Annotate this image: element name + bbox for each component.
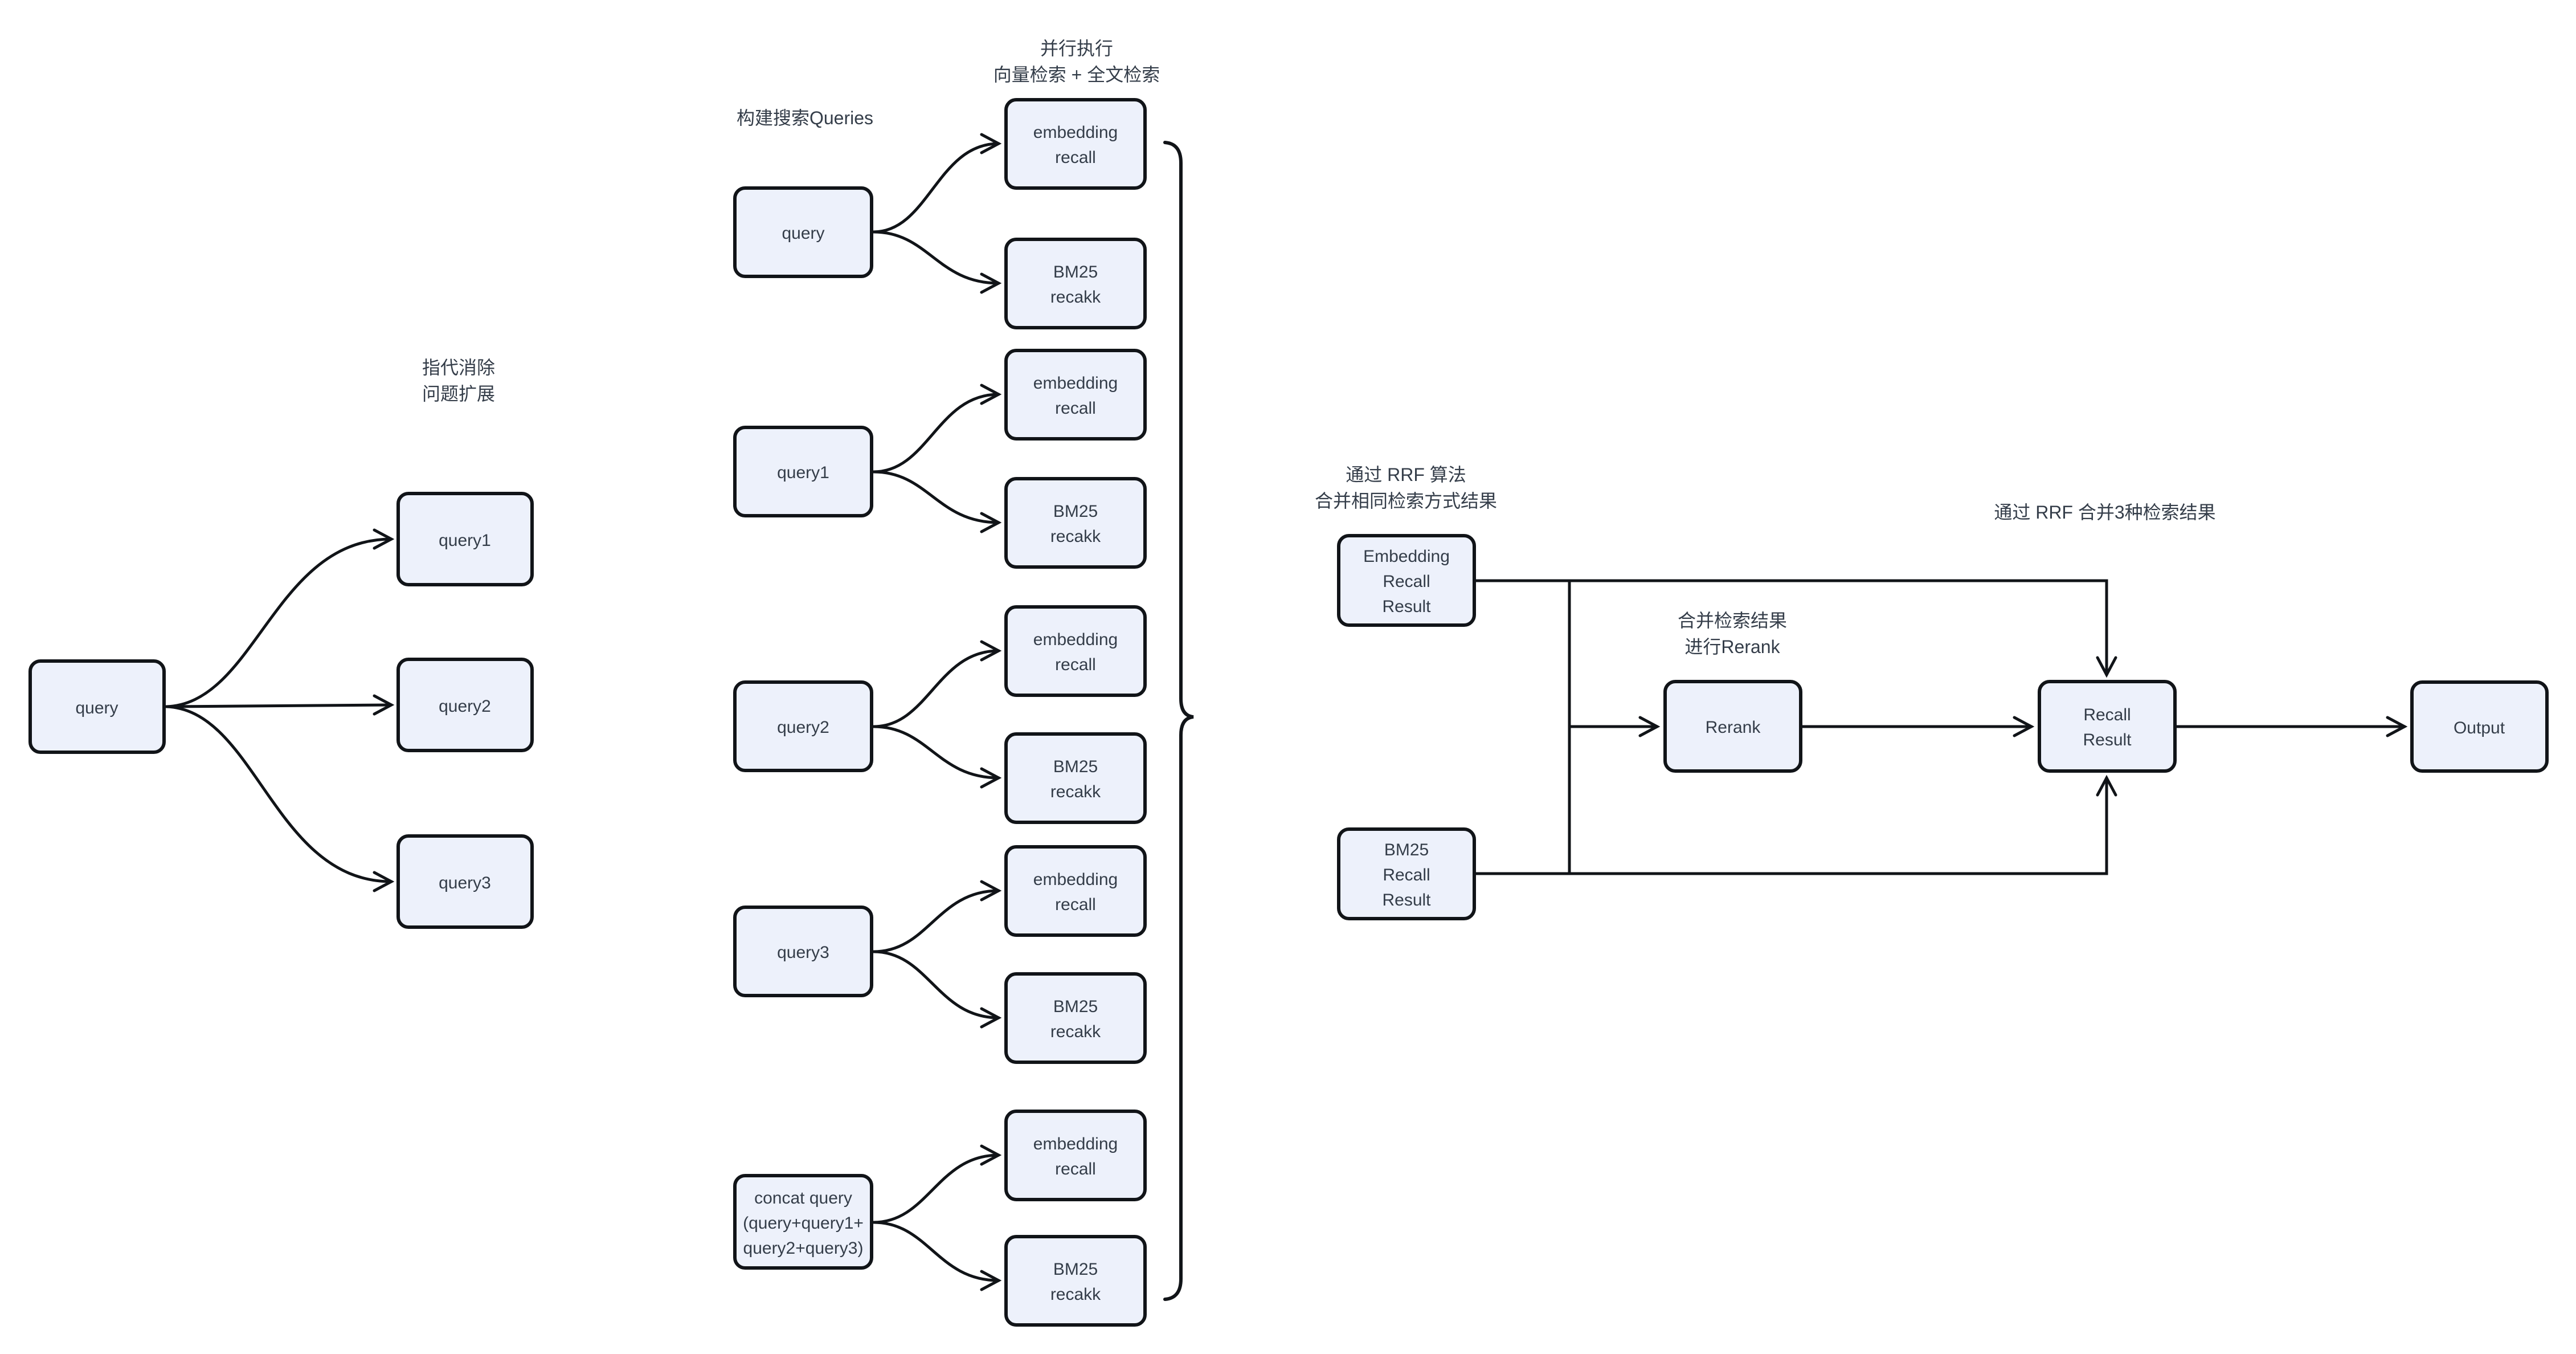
node-bm25-recall-2 [1004,477,1147,569]
node-bm25-recall-3-line1: BM25 [1053,757,1098,776]
build-queries-label: 构建搜索Queries [737,108,873,128]
node-bm25-recall-5 [1004,1235,1147,1327]
node-query3-label: query3 [439,874,491,892]
node-bm25-recall-4-line1: BM25 [1053,997,1098,1016]
node-bm25-recall-3 [1004,732,1147,824]
node-bm25-recall-5-line2: recakk [1050,1285,1101,1304]
node-embedding-recall-4-line2: recall [1055,895,1096,914]
arrow-squery-to-embedding1 [872,133,1002,234]
coref-expand-label-line2: 问题扩展 [422,384,495,404]
node-embedding-recall-4-line1: embedding [1033,870,1118,889]
rrf-merge-same-label-line2: 合并相同检索方式结果 [1315,491,1497,511]
node-embedding-recall-3-line2: recall [1055,655,1096,674]
node-bm25-recall-1-line2: recakk [1050,288,1101,307]
arrow-concat-to-bm25-5 [872,1221,1002,1291]
arrow-squery2-to-bm25-3 [872,725,1002,789]
arrow-query-to-query1 [165,528,395,708]
arrow-squery1-to-embedding2 [872,384,1002,474]
node-concat-query-line2: (query+query1+ [743,1214,864,1233]
node-embedding-recall-3-line1: embedding [1033,630,1118,649]
node-bm25-recall-3-line2: recakk [1050,782,1101,801]
node-bm25-recall-1-line1: BM25 [1053,263,1098,282]
node-embedding-recall-2-line1: embedding [1033,374,1118,393]
arrow-squery3-to-bm25-4 [872,950,1002,1029]
arrow-squery2-to-embedding3 [872,640,1002,728]
node-concat-query-line1: concat query [754,1189,852,1208]
node-bm25-recall-2-line1: BM25 [1053,502,1098,521]
node-query2-label: query2 [439,697,491,716]
gather-brace [1163,141,1194,1301]
node-bm25-recall-result-line3: Result [1382,891,1431,910]
node-embedding-recall-1-line1: embedding [1033,123,1118,142]
parallel-exec-label-line1: 并行执行 [1040,38,1113,59]
node-embedding-recall-1-line2: recall [1055,148,1096,167]
node-bm25-recall-result-line2: Recall [1383,866,1430,884]
node-embedding-recall-5 [1004,1110,1147,1201]
node-search-query [733,186,873,278]
parallel-exec-label-line2: 向量检索 + 全文检索 [993,64,1160,85]
merge-rerank-label-line2: 进行Rerank [1684,637,1780,657]
node-query-root [28,659,166,754]
rrf-merge-three-label: 通过 RRF 合并3种检索结果 [1994,502,2215,523]
node-bm25-recall-result [1337,827,1476,920]
node-bm25-recall-2-line2: recakk [1050,527,1101,546]
node-search-query2 [733,680,873,772]
node-search-query3-label: query3 [777,943,829,962]
node-concat-query-line3: query2+query3) [743,1239,864,1258]
arrow-squery3-to-embedding4 [872,880,1002,953]
node-bm25-recall-1 [1004,238,1147,329]
search-queries-group: 构建搜索Queries 并行执行 向量检索 + 全文检索 query embed… [733,38,1194,1327]
node-search-query3 [733,906,873,997]
node-embedding-recall-1 [1004,98,1147,190]
arrow-bm25-result-to-recall-result [1473,774,2117,875]
coref-expand-label-line1: 指代消除 [422,357,495,378]
node-embedding-recall-result-line3: Result [1382,597,1431,616]
node-output-label: Output [2454,719,2505,737]
node-rerank [1663,680,1802,773]
node-bm25-recall-5-line1: BM25 [1053,1260,1098,1279]
node-embedding-recall-3 [1004,605,1147,697]
node-query3 [396,834,534,929]
arrow-squery1-to-bm25-2 [872,470,1002,533]
node-search-query-label: query [782,224,824,243]
node-query1-label: query1 [439,531,491,550]
node-embedding-recall-result-line2: Recall [1383,572,1430,591]
merge-rerank-group: 通过 RRF 算法 合并相同检索方式结果 合并检索结果 进行Rerank 通过 … [1315,464,2549,920]
node-recall-result [2038,680,2177,773]
node-embedding-recall-5-line2: recall [1055,1160,1096,1178]
node-embedding-recall-result [1337,534,1476,627]
node-embedding-recall-2-line2: recall [1055,399,1096,418]
arrow-query-to-query2 [165,694,395,716]
node-concat-query [733,1174,873,1270]
node-embedding-recall-result-line1: Embedding [1363,547,1450,566]
arrow-squery-to-bm25-1 [872,230,1002,294]
node-embedding-recall-5-line1: embedding [1033,1135,1118,1153]
node-search-query1 [733,426,873,517]
node-query-root-label: query [75,699,118,717]
arrow-concat-to-embedding5 [872,1144,1002,1224]
rrf-merge-same-label-line1: 通过 RRF 算法 [1346,464,1466,485]
node-bm25-recall-4 [1004,972,1147,1064]
node-embedding-recall-4 [1004,845,1147,937]
arrow-query-to-query3 [165,705,395,892]
node-rerank-label: Rerank [1706,718,1761,737]
merge-rerank-label-line1: 合并检索结果 [1678,610,1787,631]
query-expansion-group: 指代消除 问题扩展 query query1 query2 query3 [28,357,534,929]
node-query2 [396,658,534,752]
node-recall-result-line1: Recall [2083,705,2131,724]
node-recall-result-line2: Result [2083,731,2132,749]
node-search-query2-label: query2 [777,718,829,737]
node-bm25-recall-4-line2: recakk [1050,1022,1101,1041]
node-bm25-recall-result-line1: BM25 [1384,841,1429,859]
node-embedding-recall-2 [1004,349,1147,441]
node-query1 [396,492,534,586]
node-search-query1-label: query1 [777,463,829,482]
node-output [2410,680,2549,773]
arrow-embedding-result-to-recall-result [1473,579,2117,678]
